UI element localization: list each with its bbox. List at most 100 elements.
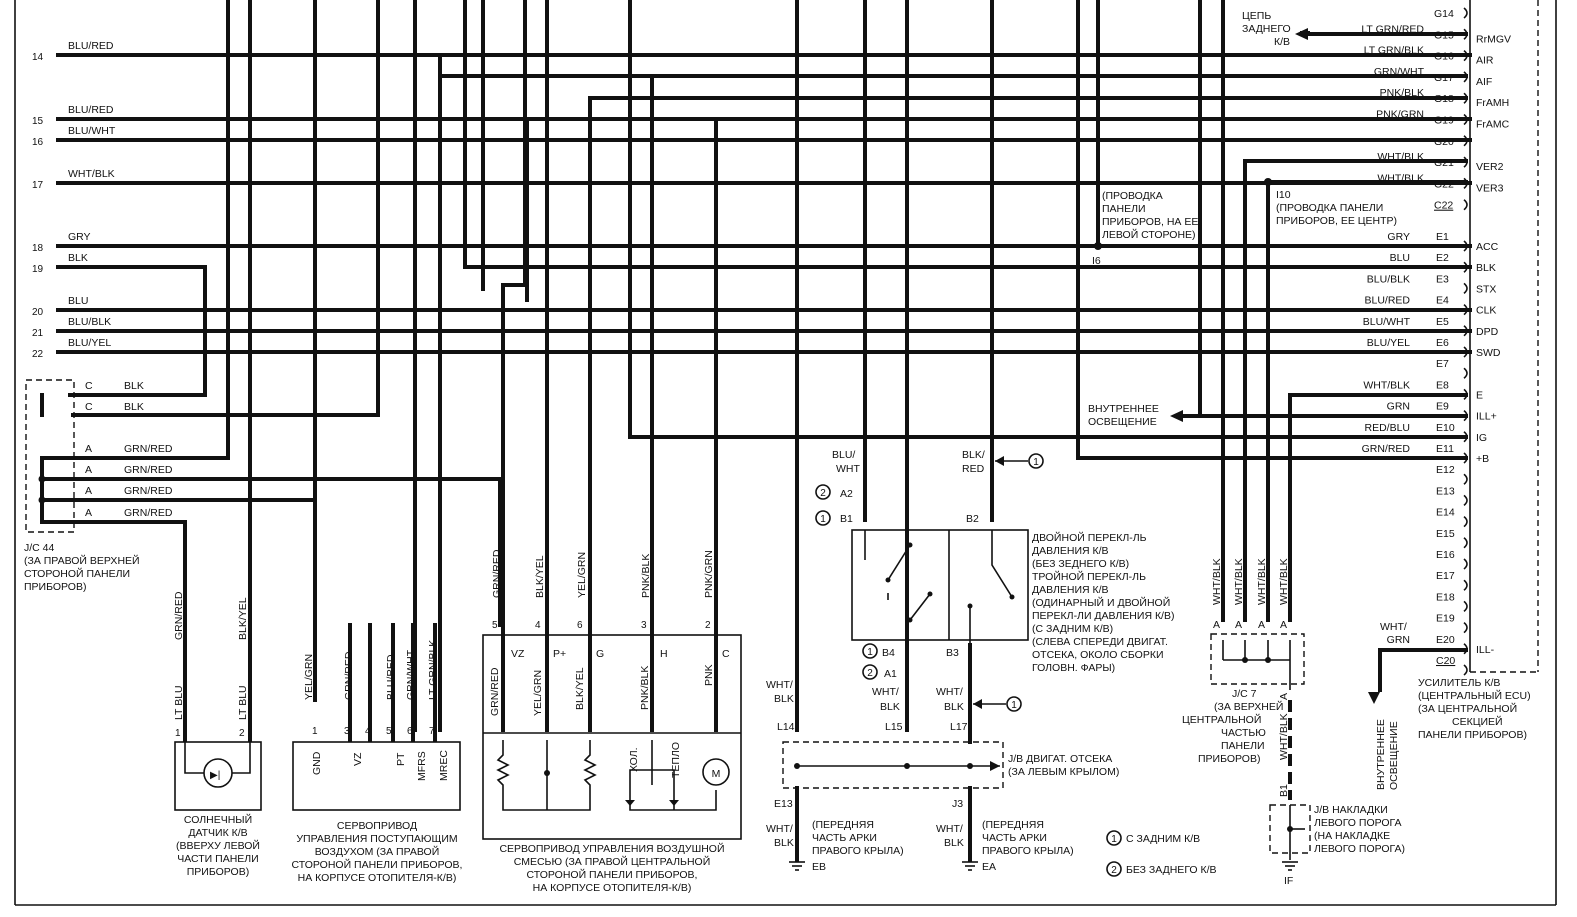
ps-b4: B4 (882, 647, 895, 659)
left-wire-color: BLK (68, 252, 88, 264)
amp-color: BLU/YEL (1367, 337, 1410, 349)
jb-arch: ПРАВОГО КРЫЛА) (982, 845, 1074, 857)
sensor-wire: BLK/YEL (237, 597, 249, 640)
amp-pin: E10 (1436, 422, 1455, 434)
amp-color: GRY (1387, 231, 1410, 243)
amp-terminal (1463, 240, 1468, 252)
amp-terminal (1463, 409, 1468, 422)
sensor-desc: (ВВЕРХУ ЛЕВОЙ (176, 839, 260, 852)
jc44-desc: ПРИБОРОВ) (24, 581, 86, 593)
mix-cold: ХОЛ. (628, 747, 640, 772)
intake-pin: 7 (429, 726, 435, 737)
jc44-color: GRN/RED (124, 443, 173, 455)
ground-icon (962, 861, 978, 871)
amp-pin: E7 (1436, 358, 1449, 370)
jc7-wire: WHT/BLK (1233, 558, 1245, 605)
ps-desc: (С ЗАДНИМ К/В) (1032, 623, 1113, 635)
jc7-desc: ПРИБОРОВ) (1198, 753, 1260, 765)
jb-arch: ЧАСТЬ АРКИ (982, 832, 1047, 844)
intake-wire: LT GRN/BLK (427, 640, 439, 700)
amp-pin: G15 (1434, 29, 1454, 41)
amp-color: GRN/RED (1362, 443, 1411, 455)
jb-arch: ПРАВОГО КРЫЛА) (812, 845, 904, 857)
amp-color: WHT/BLK (1377, 172, 1424, 184)
i6-note: ПРИБОРОВ, НА ЕЕ (1102, 216, 1198, 228)
intake-desc: УПРАВЛЕНИЯ ПОСТУПАЮЩИМ (296, 833, 457, 845)
jc7-pin: A (1235, 619, 1242, 631)
mix-wire: YEL/GRN (576, 552, 588, 598)
amp-terminal (1463, 261, 1468, 273)
i6-note: ПАНЕЛИ (1102, 203, 1146, 215)
amp-color: BLU/BLK (1367, 273, 1410, 285)
sill-pin: B1 (1278, 784, 1290, 797)
amp-pin: E4 (1436, 295, 1449, 307)
amp-fn: FrAMH (1476, 97, 1509, 109)
intake-desc: СТОРОНОЙ ПАНЕЛИ ПРИБОРОВ, (292, 858, 463, 871)
amp-pin: G20 (1434, 136, 1454, 148)
mix-pin: 4 (535, 620, 541, 631)
ground-icon (789, 861, 805, 871)
photodiode-icon: ▶| (210, 770, 220, 781)
mark-1: 1 (1033, 457, 1039, 468)
amp-terminal (1463, 156, 1468, 168)
i10-note: ПРИБОРОВ, ЕЕ ЦЕНТР) (1276, 215, 1397, 227)
jc44-color: BLK (124, 380, 144, 392)
mix-term: C (722, 648, 730, 660)
mix-wire: GRN/RED (491, 549, 503, 598)
amp-color: PNK/GRN (1376, 109, 1424, 121)
jc7-down-pin: A (1278, 693, 1290, 700)
rear-circuit: ЗАДНЕГО (1242, 23, 1291, 35)
amp-terminal (1463, 494, 1468, 507)
amp-color: GRN/WHT (1374, 66, 1425, 78)
amp-terminal (1463, 452, 1468, 464)
sensor-desc: ДАТЧИК К/В (188, 827, 247, 839)
mix-term: H (660, 648, 668, 660)
ps-wire: WHT (836, 463, 860, 475)
amp-pin: E1 (1436, 231, 1449, 243)
amp-pin: E6 (1436, 337, 1449, 349)
amp-color: BLU/WHT (1363, 316, 1411, 328)
jb-l15: L15 (885, 721, 903, 733)
rear-circuit: К/В (1274, 36, 1290, 48)
left-wire-color: BLU (68, 295, 88, 307)
amp-pin: E9 (1436, 401, 1449, 413)
jc7-pin: A (1213, 619, 1220, 631)
amp-terminal (1463, 367, 1468, 379)
jb-desc: (ЗА ЛЕВЫМ КРЫЛОМ) (1008, 766, 1119, 778)
jb-arch: ЧАСТЬ АРКИ (812, 832, 877, 844)
amp-fn: RrMGV (1476, 33, 1511, 45)
interior-light-v: ОСВЕЩЕНИЕ (1388, 721, 1400, 790)
mark-2: 2 (867, 668, 873, 679)
sensor-pin: 1 (175, 728, 181, 739)
left-wire-color: WHT/BLK (68, 168, 115, 180)
amp-fn: DPD (1476, 326, 1499, 338)
sill-ground: IF (1284, 875, 1293, 887)
mix-wire-in: PNK/BLK (639, 666, 651, 710)
left-wire-labels: 14 15 16 17 18 19 20 21 22 BLU/RED BLU/R… (32, 40, 116, 360)
amp-fn: STX (1476, 283, 1496, 295)
amp-pin: G22 (1434, 178, 1454, 190)
amp-terminal (1463, 515, 1468, 528)
jc44-color: GRN/RED (124, 464, 173, 476)
jc7-wire: WHT/BLK (1278, 558, 1290, 605)
jc44-pin: C (85, 401, 93, 413)
amp-terminal (1463, 199, 1468, 211)
ground-ea: EA (982, 861, 996, 873)
diode-icon (625, 800, 635, 806)
left-wire-color: BLU/WHT (68, 125, 116, 137)
amp-desc: СЕКЦИЕЙ (1452, 715, 1503, 728)
amp-terminal (1463, 49, 1468, 62)
amp-pin: E2 (1436, 252, 1449, 264)
sill-desc: ЛЕВОГО ПОРОГА) (1314, 843, 1405, 855)
mix-motor: M (712, 768, 721, 780)
amp-pin: G18 (1434, 93, 1454, 105)
jc44-pin: A (85, 485, 92, 497)
rear-circuit: ЦЕПЬ (1242, 10, 1271, 22)
jc44-connector: C BLK C BLK A GRN/RED A GRN/RED A GRN/RE… (24, 379, 502, 742)
jb-arch: (ПЕРЕДНЯЯ (812, 819, 874, 831)
amp-desc: (ЦЕНТРАЛЬНЫЙ ECU) (1418, 689, 1531, 702)
amp-fn: +B (1476, 453, 1489, 465)
intake-pin: 4 (365, 726, 371, 737)
jb-wire: BLK (944, 701, 964, 713)
